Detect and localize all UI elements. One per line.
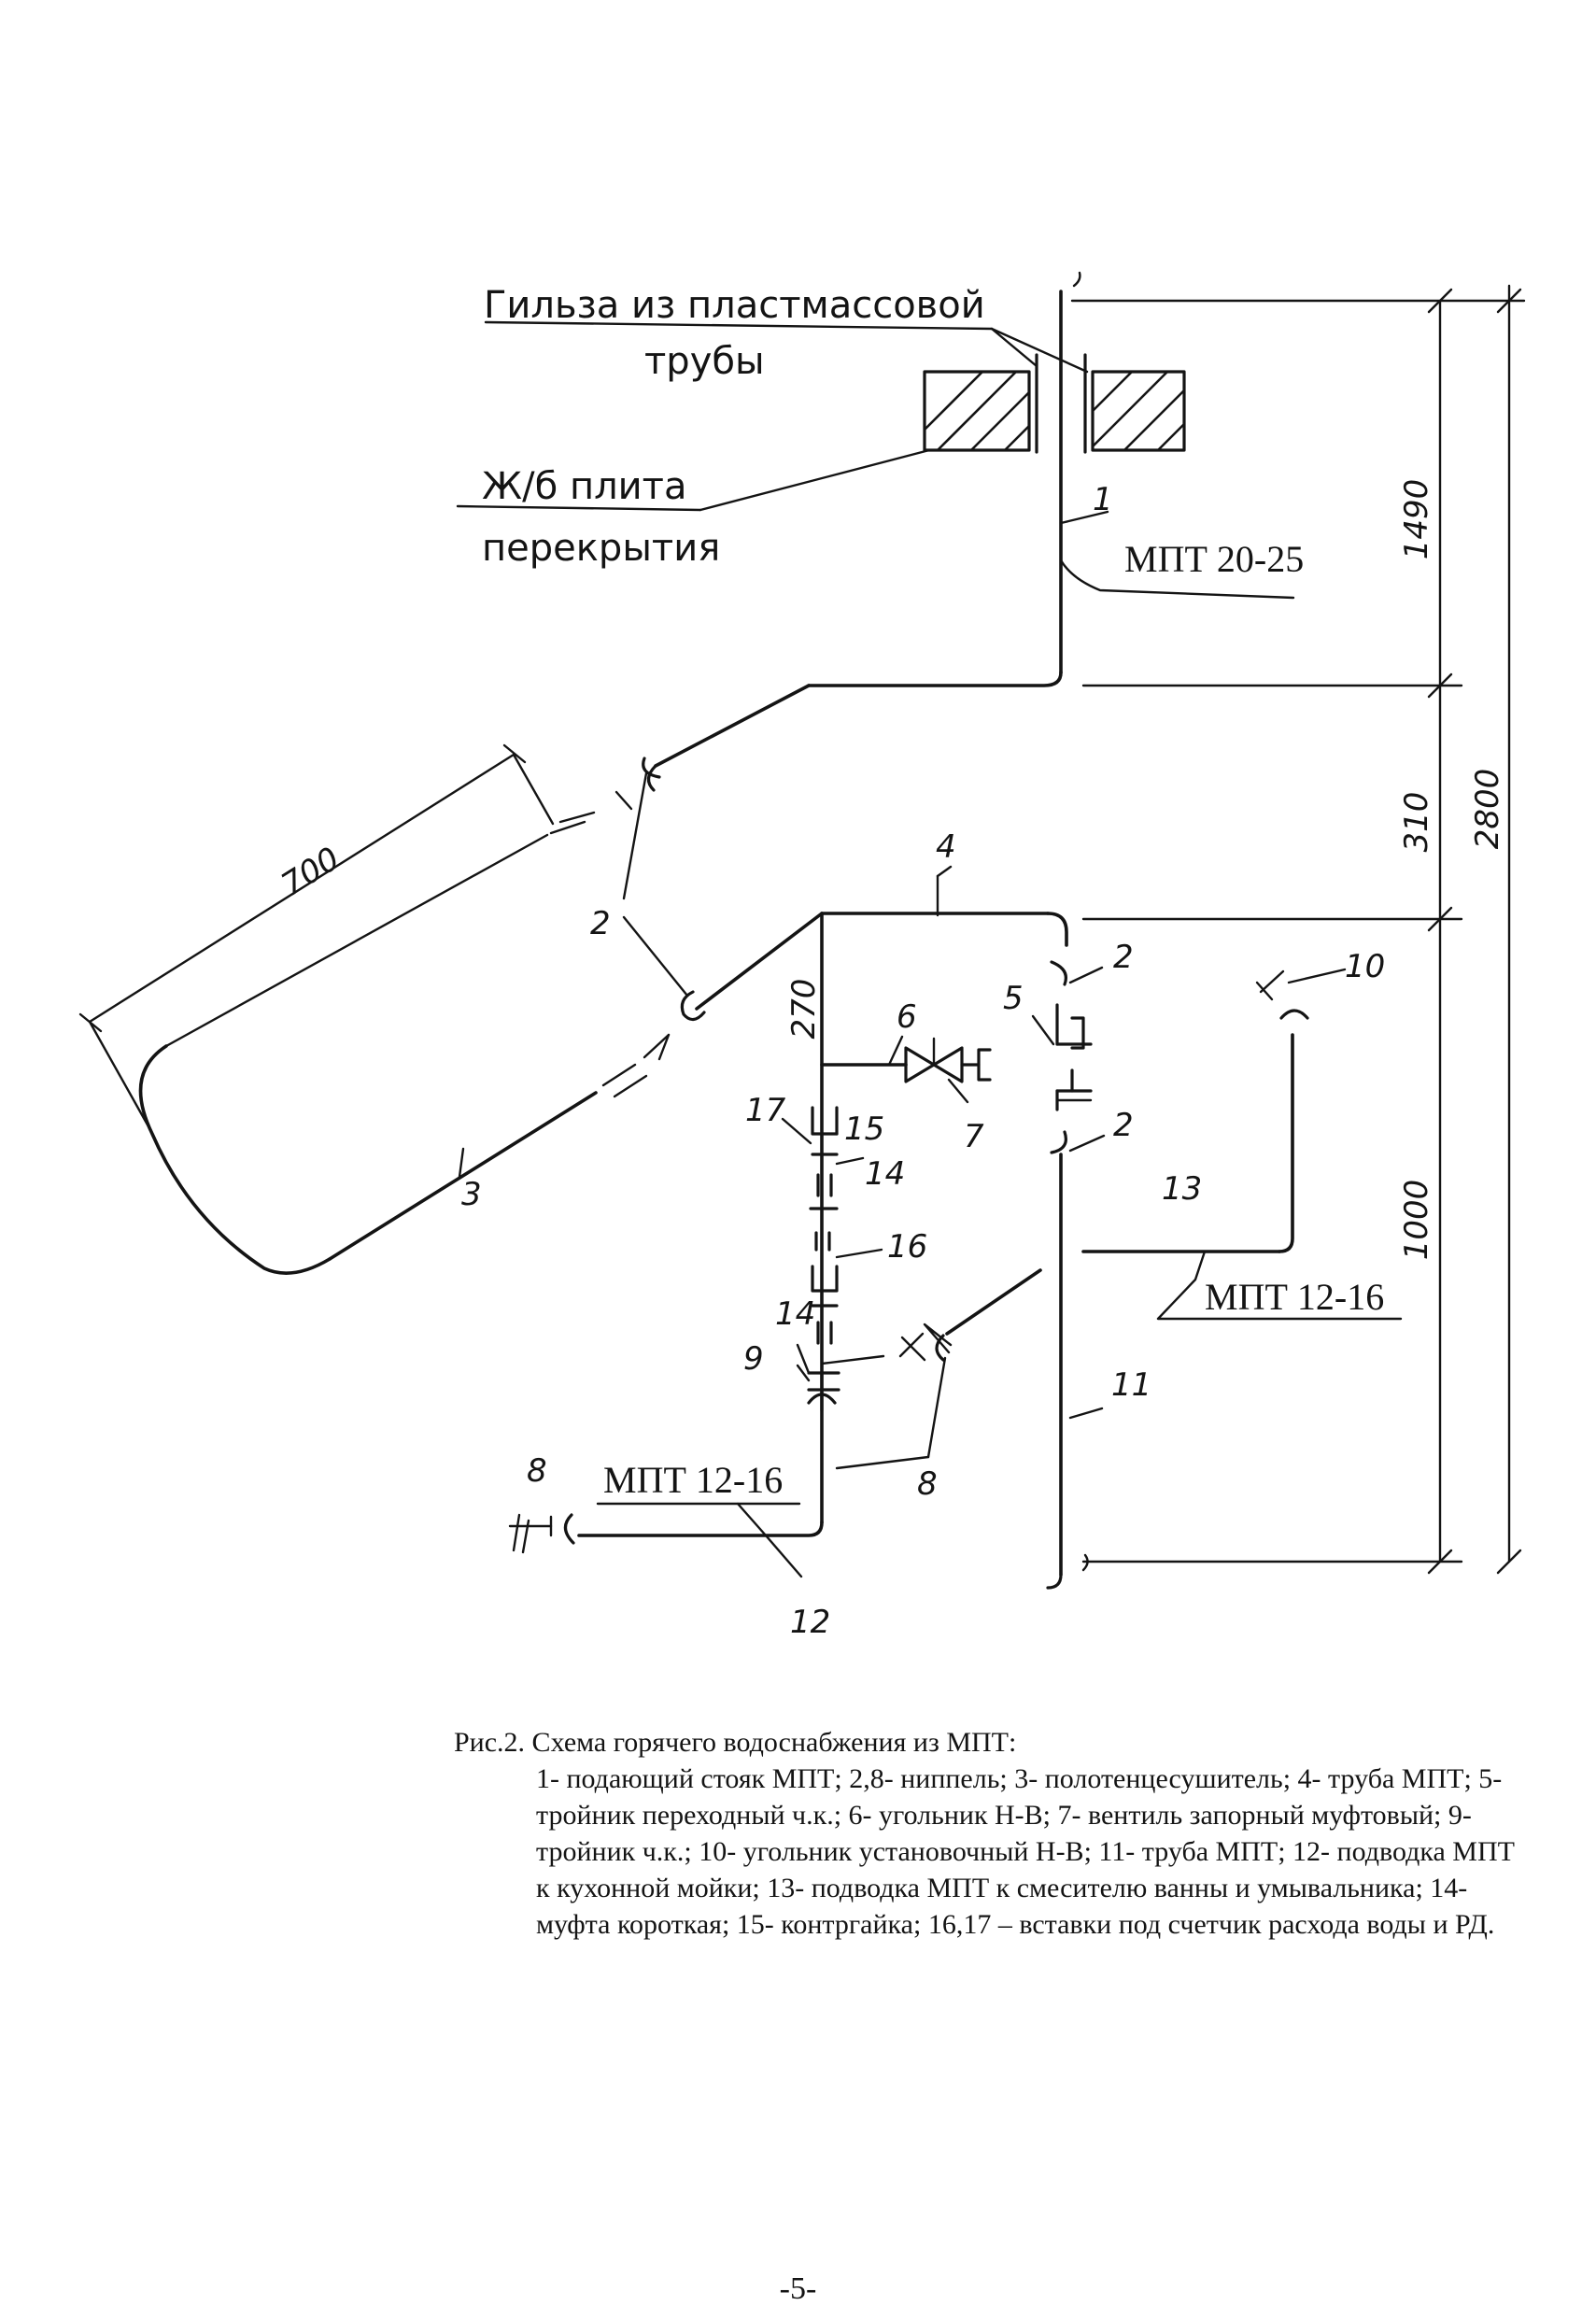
callout-11: 11 <box>1111 1366 1151 1404</box>
dimension-270-label: 270 <box>785 979 823 1040</box>
sleeve-label-line1: Гильза из пластмассовой <box>484 284 985 327</box>
dimension-700: 700 <box>78 743 555 1130</box>
dimension-2800-label: 2800 <box>1469 769 1506 850</box>
callout-leaders <box>458 865 1106 1420</box>
slab-label-line1: Ж/б плита <box>482 465 686 508</box>
figure-caption: Рис.2. Схема горячего водоснабжения из М… <box>454 1724 1518 1943</box>
callout-4: 4 <box>936 828 956 866</box>
callout-13: 13 <box>1162 1170 1202 1208</box>
caption-title: Рис.2. Схема горячего водоснабжения из М… <box>454 1727 1017 1758</box>
callout-14-lower: 14 <box>775 1295 815 1333</box>
meter-inserts <box>807 1106 883 1412</box>
dimension-1490-label: 1490 <box>1398 479 1435 560</box>
label-leaders <box>456 320 1295 600</box>
sleeve-label-line2: трубы <box>644 340 765 383</box>
caption-body: 1- подающий стояк МПТ; 2,8- ниппель; 3- … <box>536 1763 1515 1940</box>
callout-7: 7 <box>964 1118 984 1155</box>
shutoff-valve <box>904 1037 992 1083</box>
callout-2-upper: 2 <box>1113 939 1134 976</box>
callout-5: 5 <box>1003 980 1024 1017</box>
bath-supply <box>1081 968 1403 1321</box>
callout-9: 9 <box>743 1340 764 1378</box>
floor-slab <box>923 370 1186 452</box>
dimension-700-label: 700 <box>275 840 346 903</box>
callout-1: 1 <box>1093 481 1113 518</box>
dimension-1000-label: 1000 <box>1398 1180 1435 1261</box>
callout-3: 3 <box>461 1176 482 1213</box>
callout-12: 12 <box>790 1604 830 1641</box>
reducing-tee <box>1050 960 1093 1154</box>
callout-14-upper: 14 <box>865 1155 905 1193</box>
branch-pipe-4 <box>820 912 1068 1524</box>
riser-pipe-lower <box>1046 1153 1463 1590</box>
dimension-310-label: 310 <box>1398 792 1435 853</box>
towel-dryer <box>138 684 824 1275</box>
bath-material-label: МПТ 12-16 <box>1205 1276 1384 1318</box>
slab-label-line2: перекрытия <box>482 527 720 570</box>
page-number: -5- <box>779 2271 817 2306</box>
callout-15: 15 <box>844 1110 884 1148</box>
callout-10: 10 <box>1345 948 1385 985</box>
kitchen-supply <box>508 1268 1042 1578</box>
callout-2-lower: 2 <box>1113 1107 1134 1144</box>
callout-17: 17 <box>745 1092 786 1129</box>
callout-8-right: 8 <box>917 1465 938 1503</box>
dimension-chain: 1490 2800 310 1000 270 <box>785 284 1526 1575</box>
callout-16: 16 <box>887 1228 927 1266</box>
callout-8-left: 8 <box>527 1452 547 1490</box>
callout-2-dryer: 2 <box>590 905 611 942</box>
kitchen-material-label: МПТ 12-16 <box>603 1459 783 1501</box>
riser-pipe-upper <box>807 271 1463 687</box>
callout-6: 6 <box>897 998 917 1036</box>
riser-material-label: МПТ 20-25 <box>1124 538 1304 580</box>
